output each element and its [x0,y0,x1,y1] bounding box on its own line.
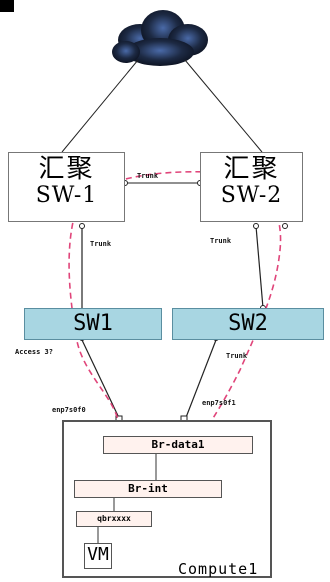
sw1-to-compute-line [81,339,121,421]
bridge-br-data1: Br-data1 [103,436,253,454]
access-switch-sw1: SW1 [24,308,162,340]
traffic-path [68,170,282,444]
aggregation-switch-1-name: SW-1 [35,183,98,208]
sw2-trunk-label: Trunk [210,237,232,245]
access-port-label: Access 3? [15,348,53,356]
bridge-br-int: Br-int [74,480,222,498]
virtual-machine: VM [84,543,112,569]
sw-2-to-sw2-line [255,225,264,309]
agg-trunk-label: Trunk [137,172,159,180]
aggregation-switch-2-type: 汇聚 [223,154,280,184]
aggregation-switch-2-name: SW-2 [220,183,283,208]
compute-node-name: Compute1 [178,560,259,578]
aggregation-switch-2: 汇聚 SW-2 [200,152,303,222]
sw1-trunk-label: Trunk [90,240,112,248]
corner-mark [0,0,14,12]
access-switch-sw2: SW2 [172,308,324,340]
bridge-qbr: qbrxxxx [76,511,152,527]
uplink-sw-2 [184,59,263,153]
sw2-to-compute-line [184,339,217,421]
aggregation-switch-1-type: 汇聚 [38,154,95,184]
compute-trunk-label: Trunk [226,352,248,360]
uplink-sw-1 [61,59,139,153]
nic-enp7s0f1-label: enp7s0f1 [202,399,236,407]
nic-enp7s0f0-label: enp7s0f0 [52,406,86,414]
aggregation-switch-1: 汇聚 SW-1 [8,152,125,222]
cloud-icon [112,10,208,66]
